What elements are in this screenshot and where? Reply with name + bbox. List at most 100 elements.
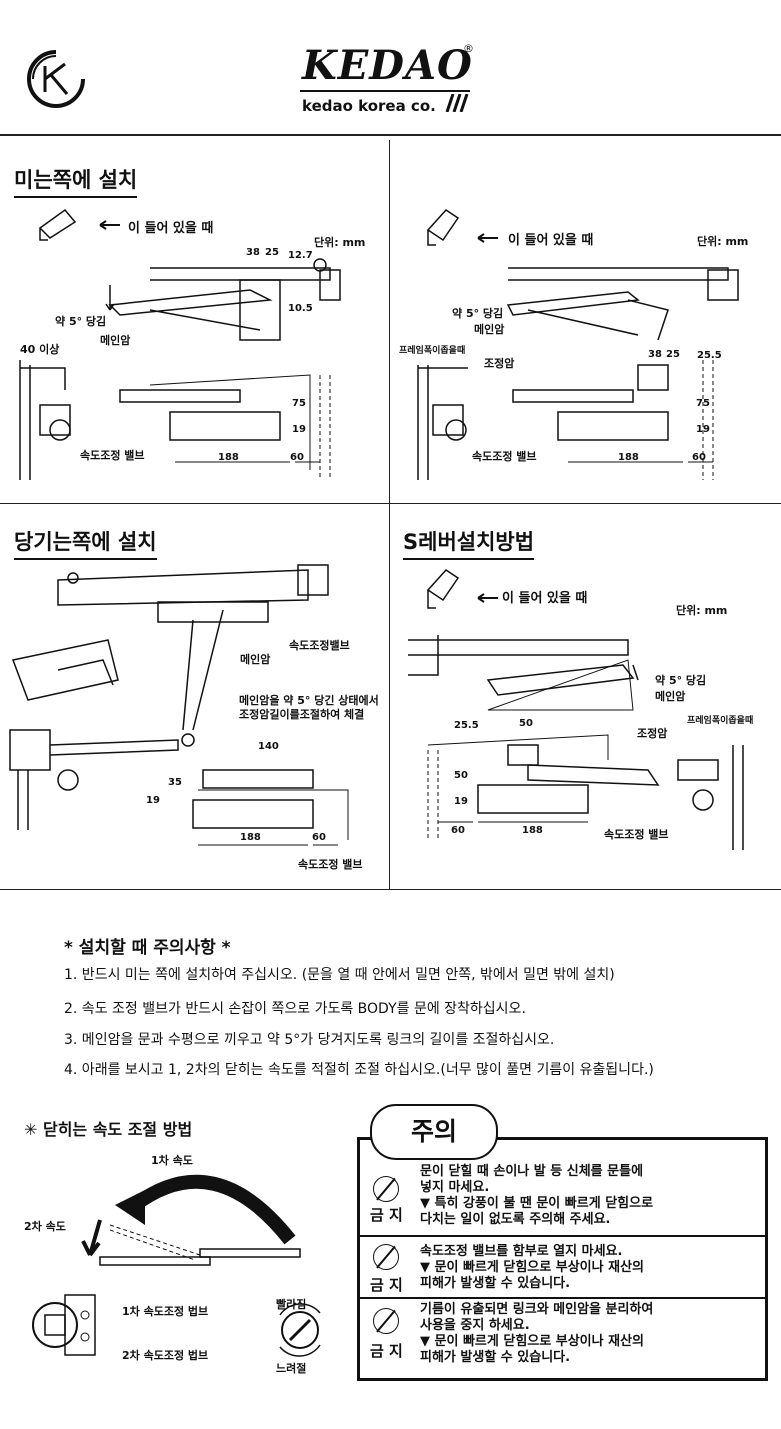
speed-second-label: 2차 속도 [24,1220,66,1233]
push-min-label: 40 이상 [20,343,60,356]
caution-box: 금 지 문이 닫힐 때 손이나 발 등 신체를 문틀에 넣지 마세요. ▼ 특히… [357,1137,768,1381]
s-lever-dim-25-5: 25.5 [454,720,479,731]
notes-item: 3. 메인암을 문과 수평으로 끼우고 약 5°가 당겨지도록 링크의 길이를 … [64,1032,555,1048]
notes-item: 4. 아래를 보시고 1, 2차의 닫히는 속도를 적절히 조절 하십시오.(너… [64,1062,654,1078]
section-title-s-lever: S레버설치방법 [403,526,535,560]
brand-underline [300,90,470,92]
caution-label: 금 지 [370,1206,403,1224]
speed-valve1-label: 1차 속도조정 법브 [122,1305,209,1318]
frame-unit: 단위: mm [697,235,749,248]
brand-logo: KEDAO ® kedao korea co. [298,42,478,122]
s-lever-door-label: 이 들어 있을 때 [502,591,588,606]
section-title-push: 미는쪽에 설치 [14,164,138,198]
push-dim-10-5: 10.5 [288,303,313,314]
grid-divider-bottom [0,889,781,890]
s-lever-valve-label: 속도조정 밸브 [604,828,669,841]
push-valve-label: 속도조정 밸브 [80,449,145,462]
s-lever-main-arm-label: 메인암 [655,690,686,703]
brand-subtitle: kedao korea co. [302,97,436,115]
caution-line: 속도조정 밸브를 함부로 열지 마세요. [420,1244,623,1259]
grid-divider-vertical [389,140,390,890]
frame-dim-25-5: 25.5 [697,350,722,361]
caution-row: 금 지 기름이 유출되면 링크와 메인암을 분리하여 사용을 중지 하세요. ▼… [360,1300,765,1376]
pull-instruction-1: 메인암을 약 5° 당긴 상태에서 [239,694,379,707]
push-dim-25: 25 [265,247,279,258]
caution-line: 사용을 중지 하세요. [420,1318,530,1333]
s-lever-diagram [408,569,744,850]
frame-dim-188: 188 [618,452,639,463]
caution-row: 금 지 속도조정 밸브를 함부로 열지 마세요. ▼ 문이 빠르게 닫힘으로 부… [360,1238,765,1296]
caution-title: 주의 [370,1104,498,1160]
prohibited-icon [373,1308,399,1334]
caution-line: 피해가 발생할 수 있습니다. [420,1350,571,1365]
push-main-arm-label: 메인암 [100,334,131,347]
s-lever-angle-label: 약 5° 당김 [655,674,707,687]
caution-divider [360,1297,765,1299]
caution-line: 문이 닫힐 때 손이나 발 등 신체를 문틀에 [420,1164,644,1179]
pull-dim-140: 140 [258,741,279,752]
frame-dim-19: 19 [696,424,710,435]
pull-instruction-2: 조정암길이를조절하여 체결 [239,708,365,721]
push-dim-60: 60 [290,452,304,463]
caution-label: 금 지 [370,1342,403,1360]
caution-row: 금 지 문이 닫힐 때 손이나 발 등 신체를 문틀에 넣지 마세요. ▼ 특히… [360,1160,765,1236]
caution-label: 금 지 [370,1276,403,1294]
notes-title: * 설치할 때 주의사항 * [64,938,231,958]
push-side-diagram [19,208,341,480]
speed-diagram [32,1174,321,1357]
caution-line: ▼ 문이 빠르게 닫힘으로 부상이나 재산의 [420,1260,644,1275]
frame-valve-label: 속도조정 밸브 [472,450,537,463]
caution-line: ▼ 특히 강풍이 불 땐 문이 빠르게 닫힘으로 [420,1196,654,1211]
pull-valve-top-label: 속도조정밸브 [289,639,350,652]
s-lever-dim-188: 188 [522,825,543,836]
speed-first-label: 1차 속도 [151,1154,193,1167]
notes-item: 1. 반드시 미는 쪽에 설치하여 주십시오. (문을 열 때 안에서 밀면 안… [64,967,615,983]
frame-main-arm-label: 메인암 [474,323,505,336]
brand-emblem [25,48,87,110]
push-dim-38: 38 [246,247,260,258]
pull-main-arm-label: 메인암 [240,653,271,666]
registered-mark: ® [463,42,474,55]
frame-door-label: 이 들어 있을 때 [508,233,594,248]
push-angle-label: 약 5° 당김 [55,315,107,328]
pull-dim-19: 19 [146,795,160,806]
push-dim-75: 75 [292,398,306,409]
s-lever-dim-60: 60 [451,825,465,836]
frame-dim-75: 75 [696,398,710,409]
caution-line: 다치는 일이 없도록 주의해 주세요. [420,1212,611,1227]
pull-side-diagram [9,564,349,846]
frame-angle-label: 약 5° 당김 [452,307,504,320]
section-title-pull: 당기는쪽에 설치 [14,526,157,560]
frame-dim-25: 25 [666,349,680,360]
frame-adjust-arm-label: 조정암 [484,357,515,370]
push-frame-diagram [417,209,739,480]
frame-narrow-note: 프레임폭이좁을때 [399,346,466,356]
push-dim-12-7: 12.7 [288,250,313,261]
pull-dim-35: 35 [168,777,182,788]
speed-slower-label: 느려절 [276,1362,307,1375]
pull-dim-60: 60 [312,832,326,843]
push-dim-19: 19 [292,424,306,435]
notes-item: 2. 속도 조정 밸브가 반드시 손잡이 쪽으로 가도록 BODY를 문에 장착… [64,1001,526,1017]
speed-title: ✳ 닫히는 속도 조절 방법 [24,1120,193,1139]
push-dim-188: 188 [218,452,239,463]
pull-valve-label: 속도조정 밸브 [298,858,363,871]
frame-dim-38: 38 [648,349,662,360]
prohibited-icon [373,1244,399,1270]
frame-dim-60: 60 [692,452,706,463]
s-lever-dim-19: 19 [454,796,468,807]
s-lever-adjust-arm-label: 조정암 [637,727,668,740]
brand-slashes [441,93,469,113]
caution-line: 피해가 발생할 수 있습니다. [420,1276,571,1291]
speed-faster-label: 빨라짐 [276,1298,307,1311]
s-lever-dim-50-side: 50 [454,770,468,781]
grid-divider-horizontal [0,503,781,504]
header-divider [0,134,781,136]
caution-line: ▼ 문이 빠르게 닫힘으로 부상이나 재산의 [420,1334,644,1349]
push-unit: 단위: mm [314,236,366,249]
caution-line: 넣지 마세요. [420,1180,490,1195]
prohibited-icon [373,1176,399,1202]
caution-divider [360,1235,765,1237]
push-door-label: 이 들어 있을 때 [128,221,214,236]
s-lever-unit: 단위: mm [676,604,728,617]
